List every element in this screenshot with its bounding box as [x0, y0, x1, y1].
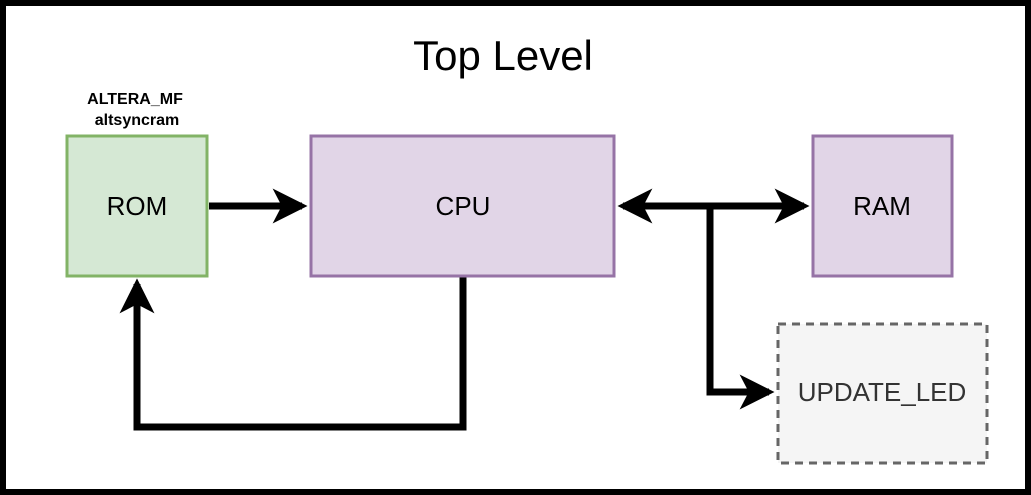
cpu-to-rom-feedback-arrow — [119, 277, 467, 431]
update-led-block-label: UPDATE_LED — [798, 377, 967, 407]
cpu-block: CPU — [309, 134, 616, 278]
cpu-block-box — [309, 134, 616, 278]
update-led-block: UPDATE_LED — [776, 322, 989, 465]
bus-to-update-led-arrow — [706, 206, 775, 410]
rom-block: ROM — [65, 134, 209, 278]
diagram-title: Top Level — [413, 32, 593, 79]
rom-block-label: ROM — [107, 191, 168, 221]
block-diagram: Top Level ALTERA_MF altsyncram ROM CPU R… — [65, 32, 989, 465]
ram-block-label: RAM — [853, 191, 911, 221]
rom-caption-line2: altsyncram — [95, 112, 180, 129]
ram-block-box — [811, 134, 954, 278]
update-led-block-box — [776, 322, 989, 465]
rom-block-box — [65, 134, 209, 278]
cpu-block-label: CPU — [436, 191, 491, 221]
rom-caption-line1: ALTERA_MF — [87, 91, 183, 108]
ram-block: RAM — [811, 134, 954, 278]
